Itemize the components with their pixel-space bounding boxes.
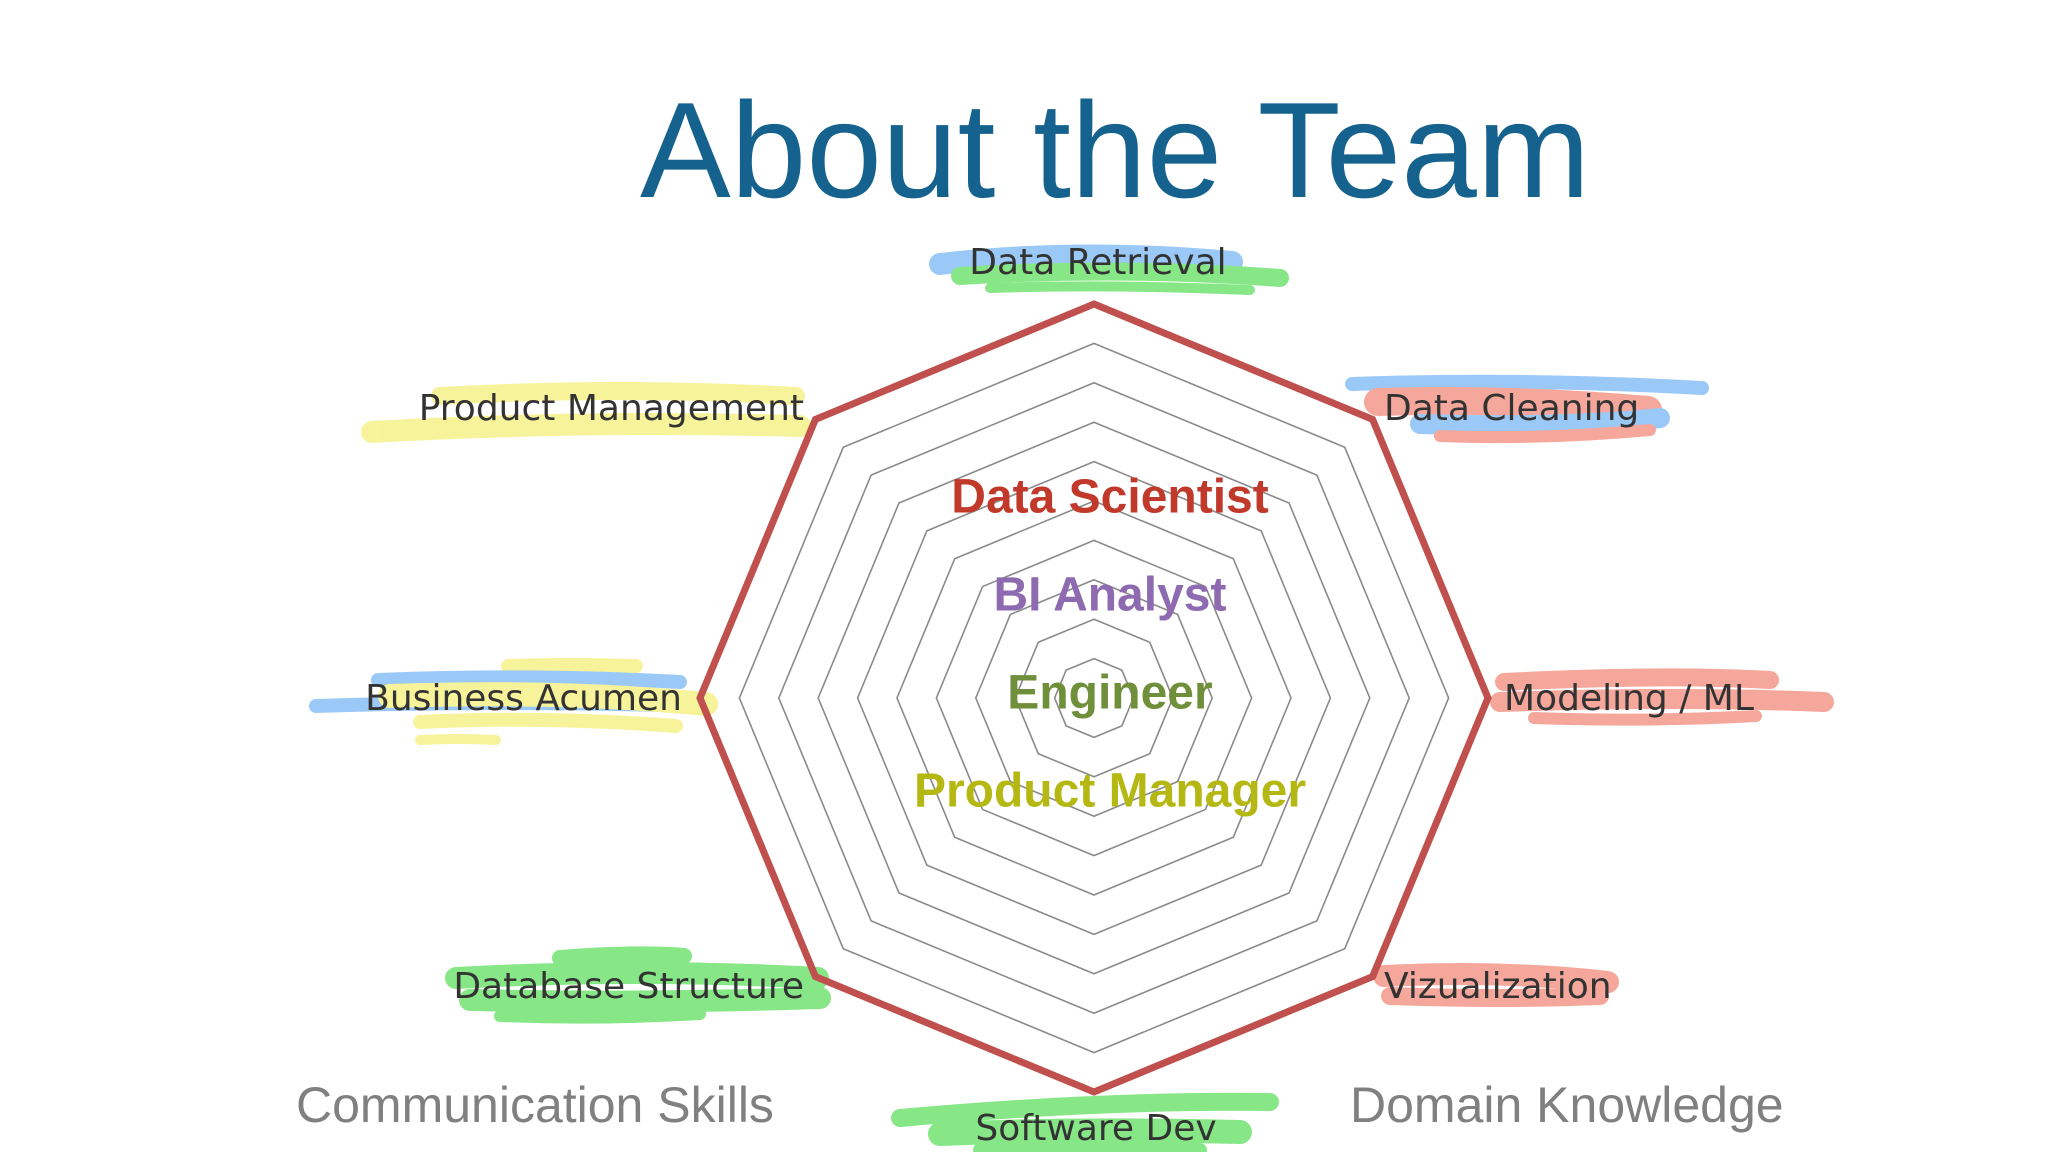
label-highlights xyxy=(309,244,1834,1152)
highlight-yellow xyxy=(361,413,811,443)
highlight-green xyxy=(951,262,1289,287)
radar-grid-ring xyxy=(974,578,1214,818)
highlight-blue xyxy=(929,244,1243,275)
highlight-green xyxy=(985,281,1255,295)
axis-label: Data Retrieval xyxy=(969,242,1226,283)
highlight-blue xyxy=(371,670,687,689)
role-label: Engineer xyxy=(1007,667,1212,720)
highlight-green xyxy=(973,1141,1207,1152)
highlight-red xyxy=(1381,987,1609,1007)
role-label: BI Analyst xyxy=(994,569,1227,622)
highlight-red xyxy=(1434,424,1656,444)
highlight-green xyxy=(928,1118,1252,1146)
highlight-green xyxy=(445,962,829,989)
radar-grid-ring xyxy=(817,421,1371,975)
radar-grid-ring xyxy=(1053,657,1135,739)
role-label: Data Scientist xyxy=(951,471,1268,524)
footer-label-right: Domain Knowledge xyxy=(1350,1077,1784,1133)
role-label: Product Manager xyxy=(914,765,1306,818)
highlight-green xyxy=(494,1008,706,1024)
axis-label: Vizualization xyxy=(1384,966,1612,1007)
highlight-yellow xyxy=(501,658,643,673)
radar-grid-ring xyxy=(738,342,1450,1054)
axis-label: Business Acumen xyxy=(365,678,682,719)
highlight-green xyxy=(552,946,692,966)
radar-grid-ring xyxy=(777,381,1411,1015)
footer-label-left: Communication Skills xyxy=(296,1077,774,1133)
highlight-red xyxy=(1490,689,1834,712)
highlight-green xyxy=(891,1092,1279,1127)
highlight-red xyxy=(1373,963,1619,993)
axis-label: Product Management xyxy=(419,388,804,429)
radar-grid xyxy=(696,300,1492,1096)
slide-title: About the Team xyxy=(640,74,1591,226)
radar-outline xyxy=(696,300,1492,1096)
highlight-yellow xyxy=(378,682,718,716)
highlight-yellow xyxy=(415,734,501,745)
highlight-blue xyxy=(1345,374,1709,395)
axis-label: Modeling / ML xyxy=(1504,678,1754,719)
highlight-red xyxy=(1528,710,1762,726)
radar-grid-ring xyxy=(1014,618,1174,778)
highlight-yellow xyxy=(413,712,683,733)
role-labels: Data Scientist BI AnalystEngineerProduct … xyxy=(914,471,1306,818)
radar-grid-ring xyxy=(935,539,1253,857)
highlight-green xyxy=(459,987,831,1013)
highlight-red xyxy=(1364,387,1662,424)
axis-label: Software Dev xyxy=(975,1108,1216,1149)
radar-grid-ring xyxy=(856,460,1332,936)
axis-label: Database Structure xyxy=(453,966,804,1007)
highlight-red xyxy=(1495,668,1779,691)
highlight-blue xyxy=(1410,408,1670,436)
radar-grid-ring xyxy=(896,500,1292,896)
highlight-yellow xyxy=(431,382,805,405)
axis-label: Data Cleaning xyxy=(1384,388,1639,429)
